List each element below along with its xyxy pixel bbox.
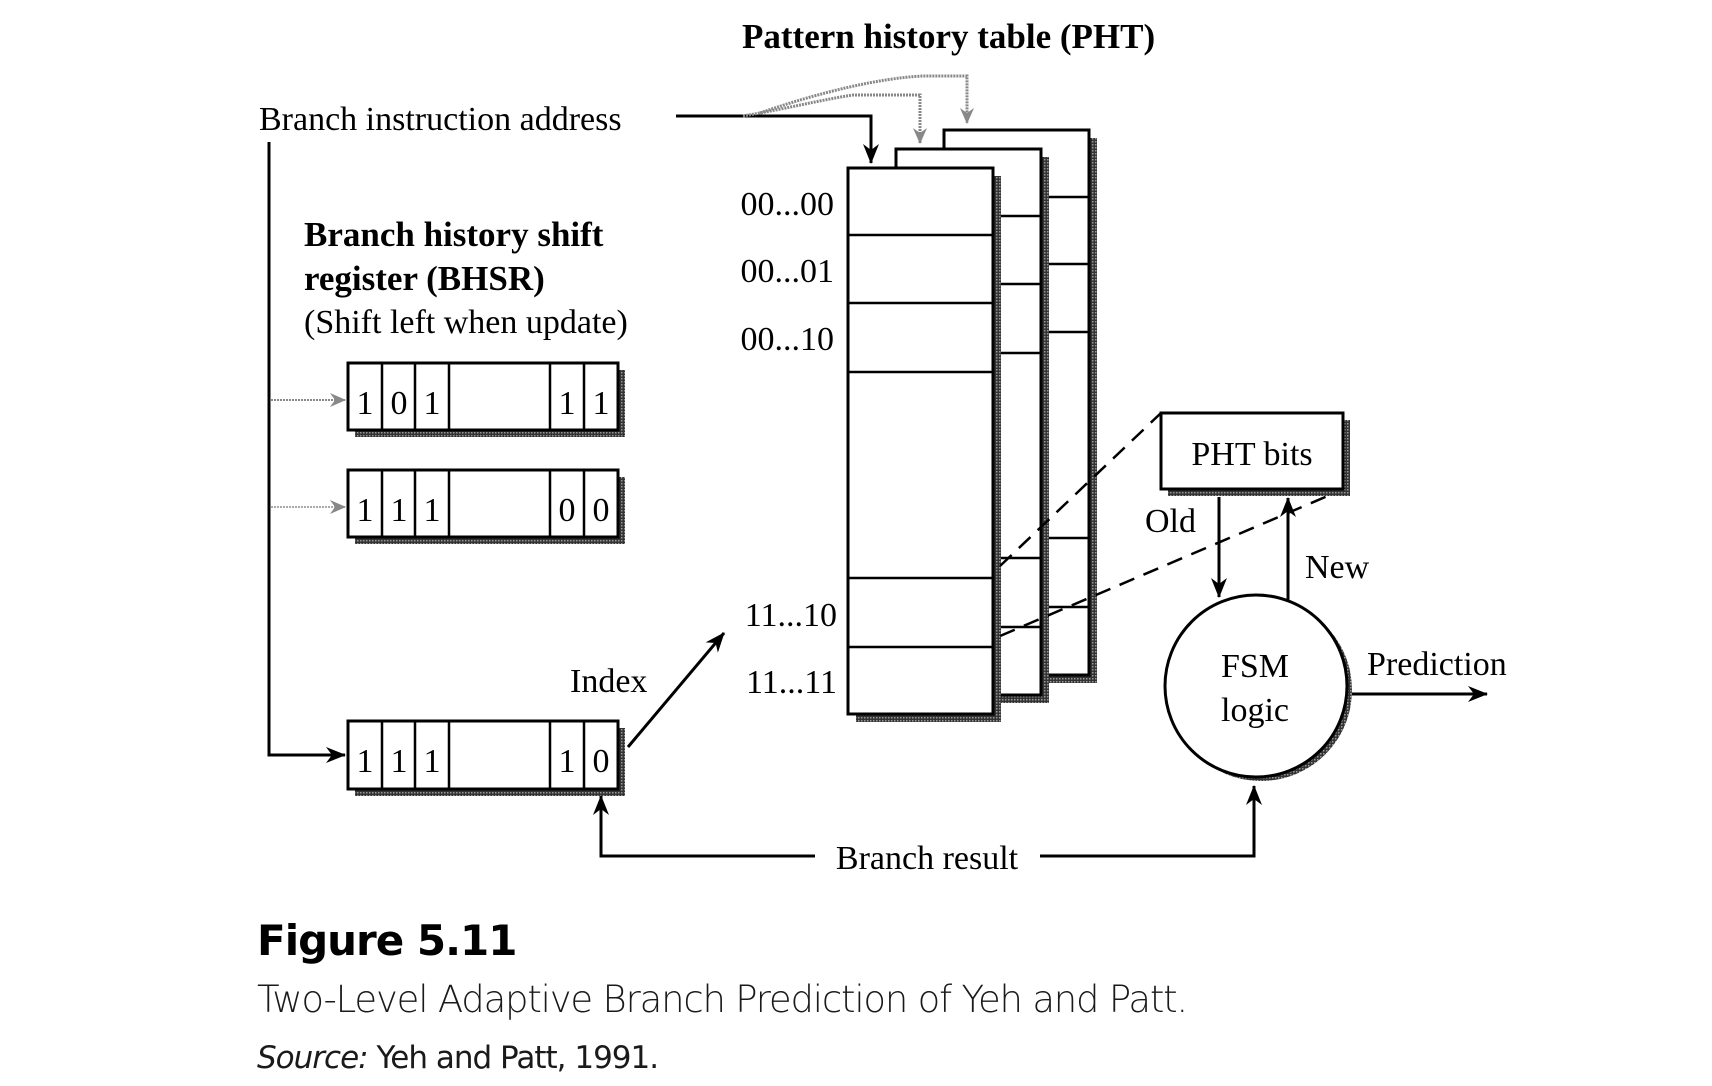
pht-row-label: 11...11 [746,664,837,701]
index-arrow [626,632,726,748]
bhsr-register-2: 1 1 1 0 0 [346,468,625,544]
bit: 1 [424,385,441,422]
pht-row-label: 11...10 [745,597,837,634]
branch-result-to-bhsr-arrow [593,795,815,858]
bit: 1 [593,385,610,422]
address-arrow-main [676,114,879,164]
bit: 1 [391,492,408,529]
fsm-circle [1163,593,1349,779]
source-label: Source: [257,1040,369,1076]
bit: 1 [424,492,441,529]
bhsr-title-line1: Branch history shift [304,215,604,254]
pht-bits-label: PHT bits [1191,436,1312,473]
pht-bits-box: PHT bits [1159,411,1350,496]
old-label: Old [1145,503,1196,540]
fsm-logic-node: FSM logic [1163,593,1352,781]
bhsr-title-line2: register (BHSR) [304,259,545,298]
bit: 0 [593,492,610,529]
register-body [346,468,620,539]
source-text: Yeh and Patt, 1991. [367,1040,659,1076]
zoom-dashed-line-upper [999,412,1162,567]
new-label: New [1305,549,1370,586]
bhsr-register-active: 1 1 1 1 0 [346,719,625,796]
bit: 0 [391,385,408,422]
branch-address-label: Branch instruction address [259,101,622,138]
fsm-label-line1: FSM [1221,648,1289,685]
bit: 0 [593,743,610,780]
pht-row-label: 00...00 [741,186,835,223]
bit: 1 [391,743,408,780]
index-label: Index [570,663,647,700]
register-body [346,361,620,432]
bit: 1 [424,743,441,780]
branch-result-label: Branch result [836,840,1019,877]
branch-result-to-fsm-arrow [1040,785,1262,858]
prediction-label: Prediction [1367,646,1507,683]
figure-number: Figure 5.11 [257,916,517,965]
bhsr-register-1: 1 0 1 1 1 [346,361,625,437]
pht-row-label: 00...10 [741,321,835,358]
register-body [346,719,620,791]
bhsr-subtitle: (Shift left when update) [304,304,628,341]
bit: 1 [357,385,374,422]
bit: 1 [357,492,374,529]
figure-caption: Two-Level Adaptive Branch Prediction of … [257,978,1188,1021]
fsm-label-line2: logic [1221,692,1289,729]
bit: 1 [357,743,374,780]
pht-table-front [846,166,1001,722]
bit: 0 [559,492,576,529]
bit: 1 [559,743,576,780]
pht-title: Pattern history table (PHT) [742,17,1155,56]
address-to-bhsr-arrow [267,142,346,763]
pht-row-label: 00...01 [741,253,835,290]
bit: 1 [559,385,576,422]
zoom-dashed-line-lower [999,493,1331,638]
figure-source: Source: Yeh and Patt, 1991. [257,1040,659,1076]
address-arrow-middle-pht [742,93,927,144]
